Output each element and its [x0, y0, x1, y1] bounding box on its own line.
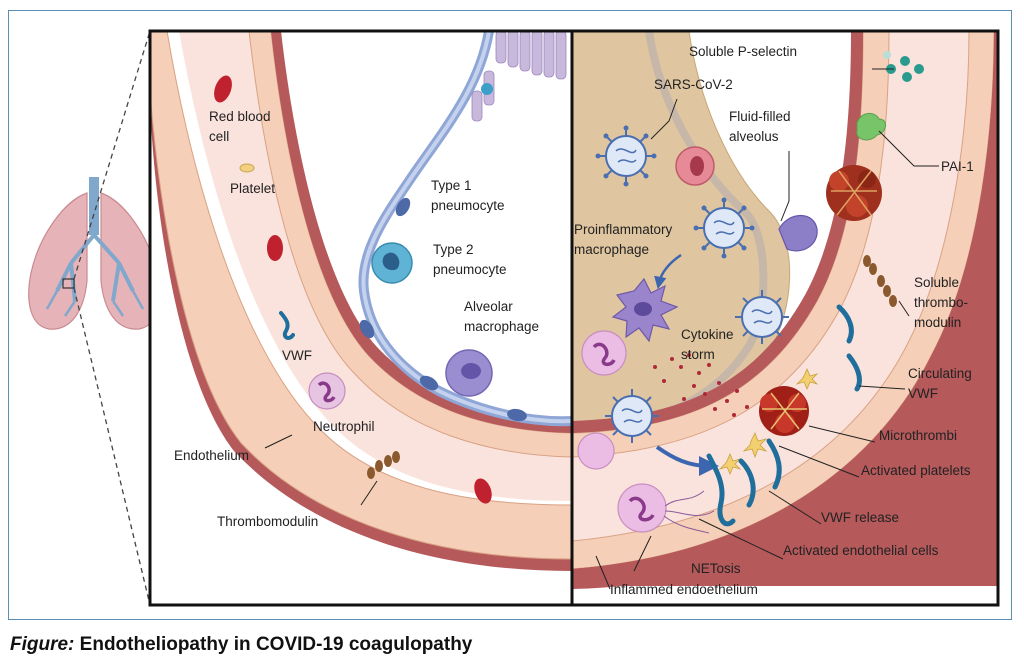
label-proinflam-1: Proinflammatory — [574, 222, 673, 237]
label-red-blood-cell-2: cell — [209, 129, 229, 144]
label-cytokine-2: storm — [681, 347, 715, 362]
caption-title: Endotheliopathy in COVID-19 coagulopathy — [79, 634, 473, 655]
label-netosis: NETosis — [691, 561, 741, 576]
label-proinflam-2: macrophage — [574, 242, 649, 257]
label-red-blood-cell-1: Red blood — [209, 109, 271, 124]
caption-prefix: Figure: — [10, 634, 75, 655]
label-type1-2: pneumocyte — [431, 198, 505, 213]
migration-arrow — [655, 445, 719, 476]
label-platelet: Platelet — [230, 181, 275, 196]
label-circ-vwf-2: VWF — [908, 386, 938, 401]
covid-panel — [572, 31, 998, 605]
label-endothelium: Endothelium — [174, 448, 249, 463]
label-circ-vwf-1: Circulating — [908, 366, 972, 381]
panel-border — [148, 29, 1000, 607]
figure-caption: Figure: Endotheliopathy in COVID-19 coag… — [10, 634, 472, 656]
label-type1-1: Type 1 — [431, 178, 472, 193]
label-type2-1: Type 2 — [433, 242, 474, 257]
labels: Red blood cell Platelet VWF Neutrophil E… — [174, 44, 974, 597]
label-neutrophil: Neutrophil — [313, 419, 375, 434]
label-soluble-p-selectin: Soluble P-selectin — [689, 44, 797, 59]
label-cytokine-1: Cytokine — [681, 327, 734, 342]
label-pai-1: PAI-1 — [941, 159, 974, 174]
label-fluid-1: Fluid-filled — [729, 109, 791, 124]
label-sars-cov-2: SARS-CoV-2 — [654, 77, 733, 92]
label-activated-endothelial: Activated endothelial cells — [783, 543, 939, 558]
label-type2-2: pneumocyte — [433, 262, 507, 277]
label-microthrombi: Microthrombi — [879, 428, 957, 443]
label-soluble-tm-3: modulin — [914, 315, 961, 330]
lungs-icon — [28, 177, 160, 330]
label-thrombomodulin: Thrombomodulin — [217, 514, 318, 529]
label-soluble-tm-1: Soluble — [914, 275, 959, 290]
zoom-line-bottom — [73, 287, 151, 606]
healthy-panel — [150, 31, 572, 605]
label-alveolar-1: Alveolar — [464, 299, 513, 314]
label-vwf-left: VWF — [282, 348, 312, 363]
figure-frame: Red blood cell Platelet VWF Neutrophil E… — [8, 10, 1012, 620]
label-vwf-release: VWF release — [821, 510, 899, 525]
label-inflamed-endothelium: Inflammed endoethelium — [610, 582, 758, 597]
label-fluid-2: alveolus — [729, 129, 779, 144]
virus-icon — [595, 125, 789, 443]
label-alveolar-2: macrophage — [464, 319, 539, 334]
label-soluble-tm-2: thrombo- — [914, 295, 968, 310]
label-activated-platelets: Activated platelets — [861, 463, 971, 478]
zoom-line-top — [73, 30, 151, 280]
zoom-box — [62, 278, 75, 289]
